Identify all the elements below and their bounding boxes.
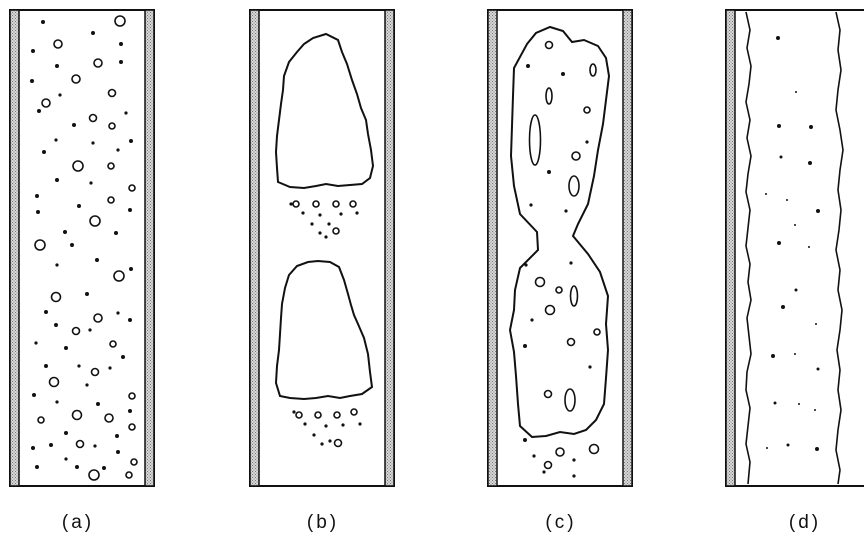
tube-c-left-wall bbox=[488, 10, 497, 486]
caption-a: (a) bbox=[62, 512, 94, 534]
panel-d-annular-flow bbox=[726, 10, 864, 486]
tube-b-left-wall bbox=[250, 10, 259, 486]
tube-a-left-wall bbox=[10, 10, 19, 486]
panel-a-bubbly-flow bbox=[10, 10, 154, 486]
tube-c-interior bbox=[488, 10, 632, 486]
caption-c: (c) bbox=[545, 512, 576, 534]
tube-c-right-wall bbox=[623, 10, 632, 486]
tube-d-left-wall bbox=[726, 10, 735, 486]
panel-c-churn-flow bbox=[488, 10, 632, 486]
tube-a-right-wall bbox=[145, 10, 154, 486]
caption-d: (d) bbox=[789, 512, 821, 534]
caption-b: (b) bbox=[307, 512, 339, 534]
tube-b-right-wall bbox=[385, 10, 394, 486]
tube-b-interior bbox=[250, 10, 394, 486]
panel-b-slug-flow bbox=[250, 10, 394, 486]
